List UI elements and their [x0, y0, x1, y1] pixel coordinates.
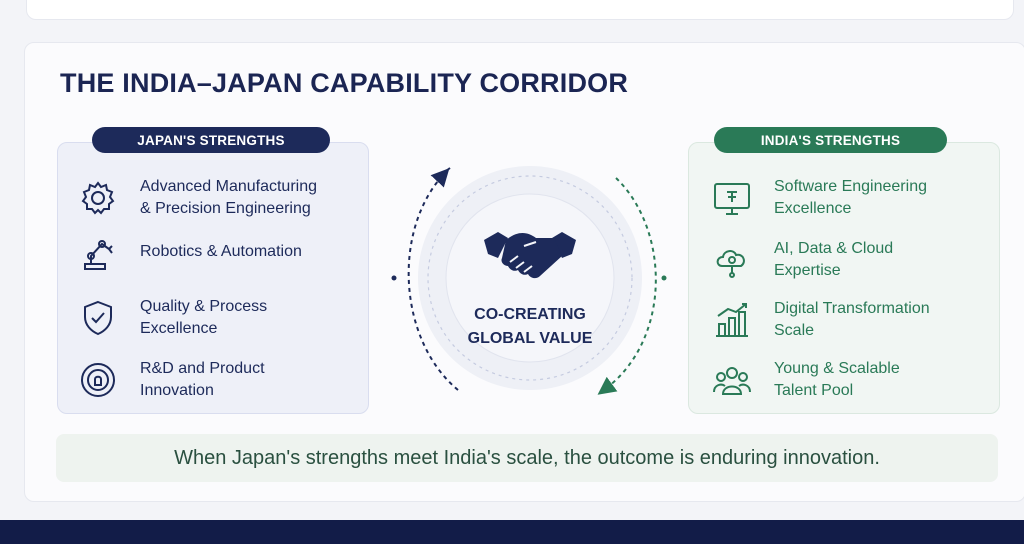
orbit-ring [427, 175, 633, 381]
japan-item-label: Quality & Process Excellence [140, 298, 268, 337]
india-item-ai: AI, Data & Cloud Expertise [712, 238, 893, 282]
japan-flow-arrow [407, 168, 459, 391]
india-item-digital: Digital Transformation Scale [712, 298, 930, 342]
india-panel [688, 142, 1000, 414]
japan-item-manufacturing: Advanced Manufacturing & Precision Engin… [78, 176, 317, 220]
center-label: CO-CREATING GLOBAL VALUE [467, 306, 593, 347]
orbit-node [661, 275, 667, 281]
orbit-node [391, 275, 397, 281]
people-icon [712, 360, 752, 400]
footer-bar [0, 520, 1024, 544]
india-item-talent: Young & Scalable Talent Pool [712, 358, 900, 402]
monitor-code-icon [712, 178, 752, 218]
japan-item-label: Advanced Manufacturing & Precision Engin… [140, 178, 317, 217]
japan-item-label: Robotics & Automation [140, 243, 302, 260]
cloud-icon [712, 240, 752, 280]
page-title: THE INDIA–JAPAN CAPABILITY CORRIDOR [60, 68, 629, 98]
japan-item-quality: Quality & Process Excellence [78, 296, 267, 340]
japan-flow-arrow-head [441, 167, 451, 175]
robot-arm-icon [78, 232, 118, 272]
india-item-software: Software Engineering Excellence [712, 176, 927, 220]
india-heading: INDIA'S STRENGTHS [714, 127, 947, 153]
india-item-label: Digital Transformation Scale [774, 300, 930, 339]
innovation-icon [78, 360, 118, 400]
india-item-label: Software Engineering Excellence [774, 178, 927, 217]
tagline-text: When Japan's strengths meet India's scal… [174, 446, 880, 469]
shield-check-icon [78, 298, 118, 338]
india-item-label: Young & Scalable Talent Pool [774, 360, 900, 399]
growth-chart-icon [712, 300, 752, 340]
exchange-diagram [391, 166, 667, 395]
gear-icon [78, 178, 118, 218]
japan-item-robotics: Robotics & Automation [78, 232, 302, 272]
handshake-icon [484, 232, 576, 279]
japan-item-rnd: R&D and Product Innovation [78, 358, 265, 402]
japan-heading: JAPAN'S STRENGTHS [92, 127, 330, 153]
india-item-label: AI, Data & Cloud Expertise [774, 240, 894, 279]
top-card [26, 0, 1014, 20]
tagline-banner: When Japan's strengths meet India's scal… [56, 434, 998, 482]
japan-item-label: R&D and Product Innovation [140, 360, 265, 399]
hub-circle [445, 193, 615, 363]
